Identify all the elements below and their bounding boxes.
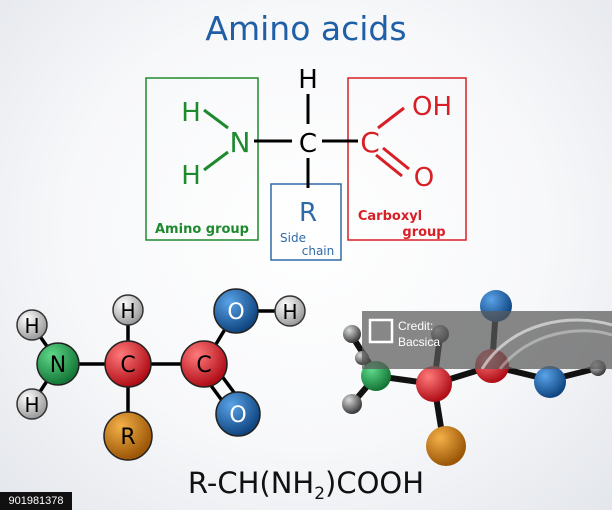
page-title: Amino acids: [205, 9, 406, 48]
atom-r: [103, 411, 153, 461]
ball-h2: [342, 394, 362, 414]
atom-h-hydroxyl: [274, 295, 306, 327]
watermark-logo: [368, 318, 612, 370]
atom-c-alpha: [104, 340, 152, 388]
amino-group-label: Amino group: [155, 222, 249, 237]
bond-h-n-top: [203, 108, 229, 130]
atom-c-alpha-label: C: [120, 353, 135, 378]
side-chain-box: [270, 183, 342, 261]
ball-o-right: [534, 366, 566, 398]
atom-h-left-bottom-label: H: [24, 393, 39, 417]
bond-c-o-1: [375, 153, 403, 178]
ball-r: [426, 426, 466, 466]
atom-o-hydroxyl-label: O: [227, 300, 244, 325]
structural-formula: H H N C H R C OH O Amino group Carboxyl …: [145, 65, 467, 261]
stock-id-tag: 901981378: [0, 492, 72, 510]
bond-h-n-bottom: [203, 150, 229, 172]
atom-h-hydroxyl-label: H: [282, 300, 297, 324]
watermark-logo-arc-2: [498, 329, 612, 370]
ball-model-2d: H H N H C R C O H O: [16, 288, 306, 461]
bond-c-o-2: [382, 146, 410, 171]
amino-h-top: H: [181, 98, 201, 128]
watermark-credit: Credit: Bacsica: [398, 318, 440, 350]
side-chain-label-line2: chain: [302, 244, 335, 258]
condensed-formula-part2: )COOH: [325, 466, 424, 500]
amino-group-box: [145, 77, 259, 241]
bond-c-oh: [377, 106, 405, 130]
amino-n: N: [230, 126, 251, 159]
watermark-credit-line2: Bacsica: [398, 335, 441, 349]
watermark-overlay: [362, 311, 612, 370]
carboxyl-group-box: [347, 77, 467, 241]
condensed-formula-part1: R-CH(NH: [188, 466, 314, 500]
atom-o-hydroxyl: [213, 288, 259, 334]
carboxyl-oh: OH: [412, 92, 452, 122]
atom-h-left-top: [16, 309, 48, 341]
condensed-formula-subscript: 2: [314, 484, 325, 504]
carboxyl-o: O: [414, 163, 434, 193]
atom-o-double-label: O: [229, 403, 246, 428]
atom-n-label: N: [50, 353, 66, 378]
alpha-h: H: [298, 65, 318, 95]
atom-o-double: [215, 391, 261, 437]
ball-c-alpha: [416, 366, 452, 402]
side-chain-r: R: [299, 198, 317, 228]
atom-h-left-top-label: H: [24, 314, 39, 338]
atom-r-label: R: [120, 425, 135, 450]
condensed-formula: R-CH(NH2)COOH: [188, 466, 424, 504]
amino-h-bottom: H: [181, 161, 201, 191]
atom-n: [36, 342, 80, 386]
watermark-credit-line1: Credit:: [398, 319, 434, 333]
atom-h-alpha: [112, 294, 144, 326]
alpha-c: C: [299, 129, 317, 159]
watermark-logo-square: [368, 318, 394, 344]
carboxyl-c: C: [360, 126, 380, 159]
atom-h-left-bottom: [16, 388, 48, 420]
side-chain-label-line1: Side: [280, 231, 306, 245]
atom-c-carboxyl: [180, 340, 228, 388]
ball-h1: [343, 325, 361, 343]
carboxyl-label-line1: Carboxyl: [358, 209, 422, 224]
atom-h-alpha-label: H: [120, 299, 135, 323]
watermark-logo-arc: [480, 318, 612, 370]
carboxyl-label-line2: group: [402, 225, 445, 240]
atom-c-carboxyl-label: C: [196, 353, 211, 378]
